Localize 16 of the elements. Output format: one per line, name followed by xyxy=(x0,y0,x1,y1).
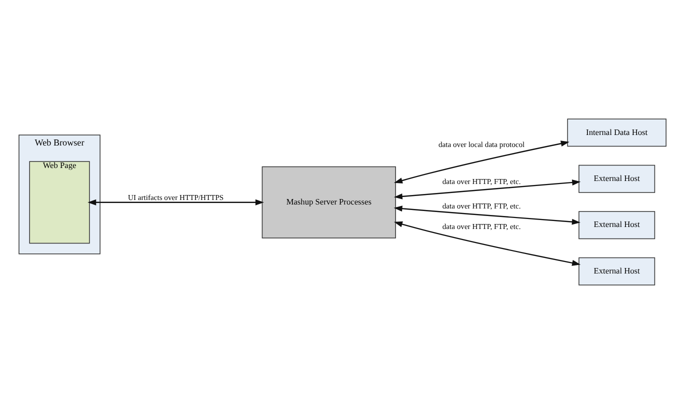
edge-label: data over HTTP, FTP, etc. xyxy=(442,221,521,230)
arrow xyxy=(394,220,581,266)
node-box: Internal Data Host xyxy=(567,118,666,146)
node-box: External Host xyxy=(578,164,656,192)
edge-label: data over HTTP, FTP, etc. xyxy=(442,176,521,186)
arrow xyxy=(394,179,581,199)
arrow xyxy=(394,140,570,183)
node-box: Web Page xyxy=(29,160,90,244)
node-box: External Host xyxy=(578,210,656,239)
arrow xyxy=(88,198,264,205)
edge-label: UI artifacts over HTTP/HTTPS xyxy=(128,192,224,202)
node-box: Mashup Server Processes xyxy=(262,166,396,238)
edge-label: data over HTTP, FTP, etc. xyxy=(442,200,521,210)
node-box: External Host xyxy=(578,256,656,285)
arrow xyxy=(394,205,580,224)
edge-label: data over local data protocol xyxy=(438,140,525,149)
